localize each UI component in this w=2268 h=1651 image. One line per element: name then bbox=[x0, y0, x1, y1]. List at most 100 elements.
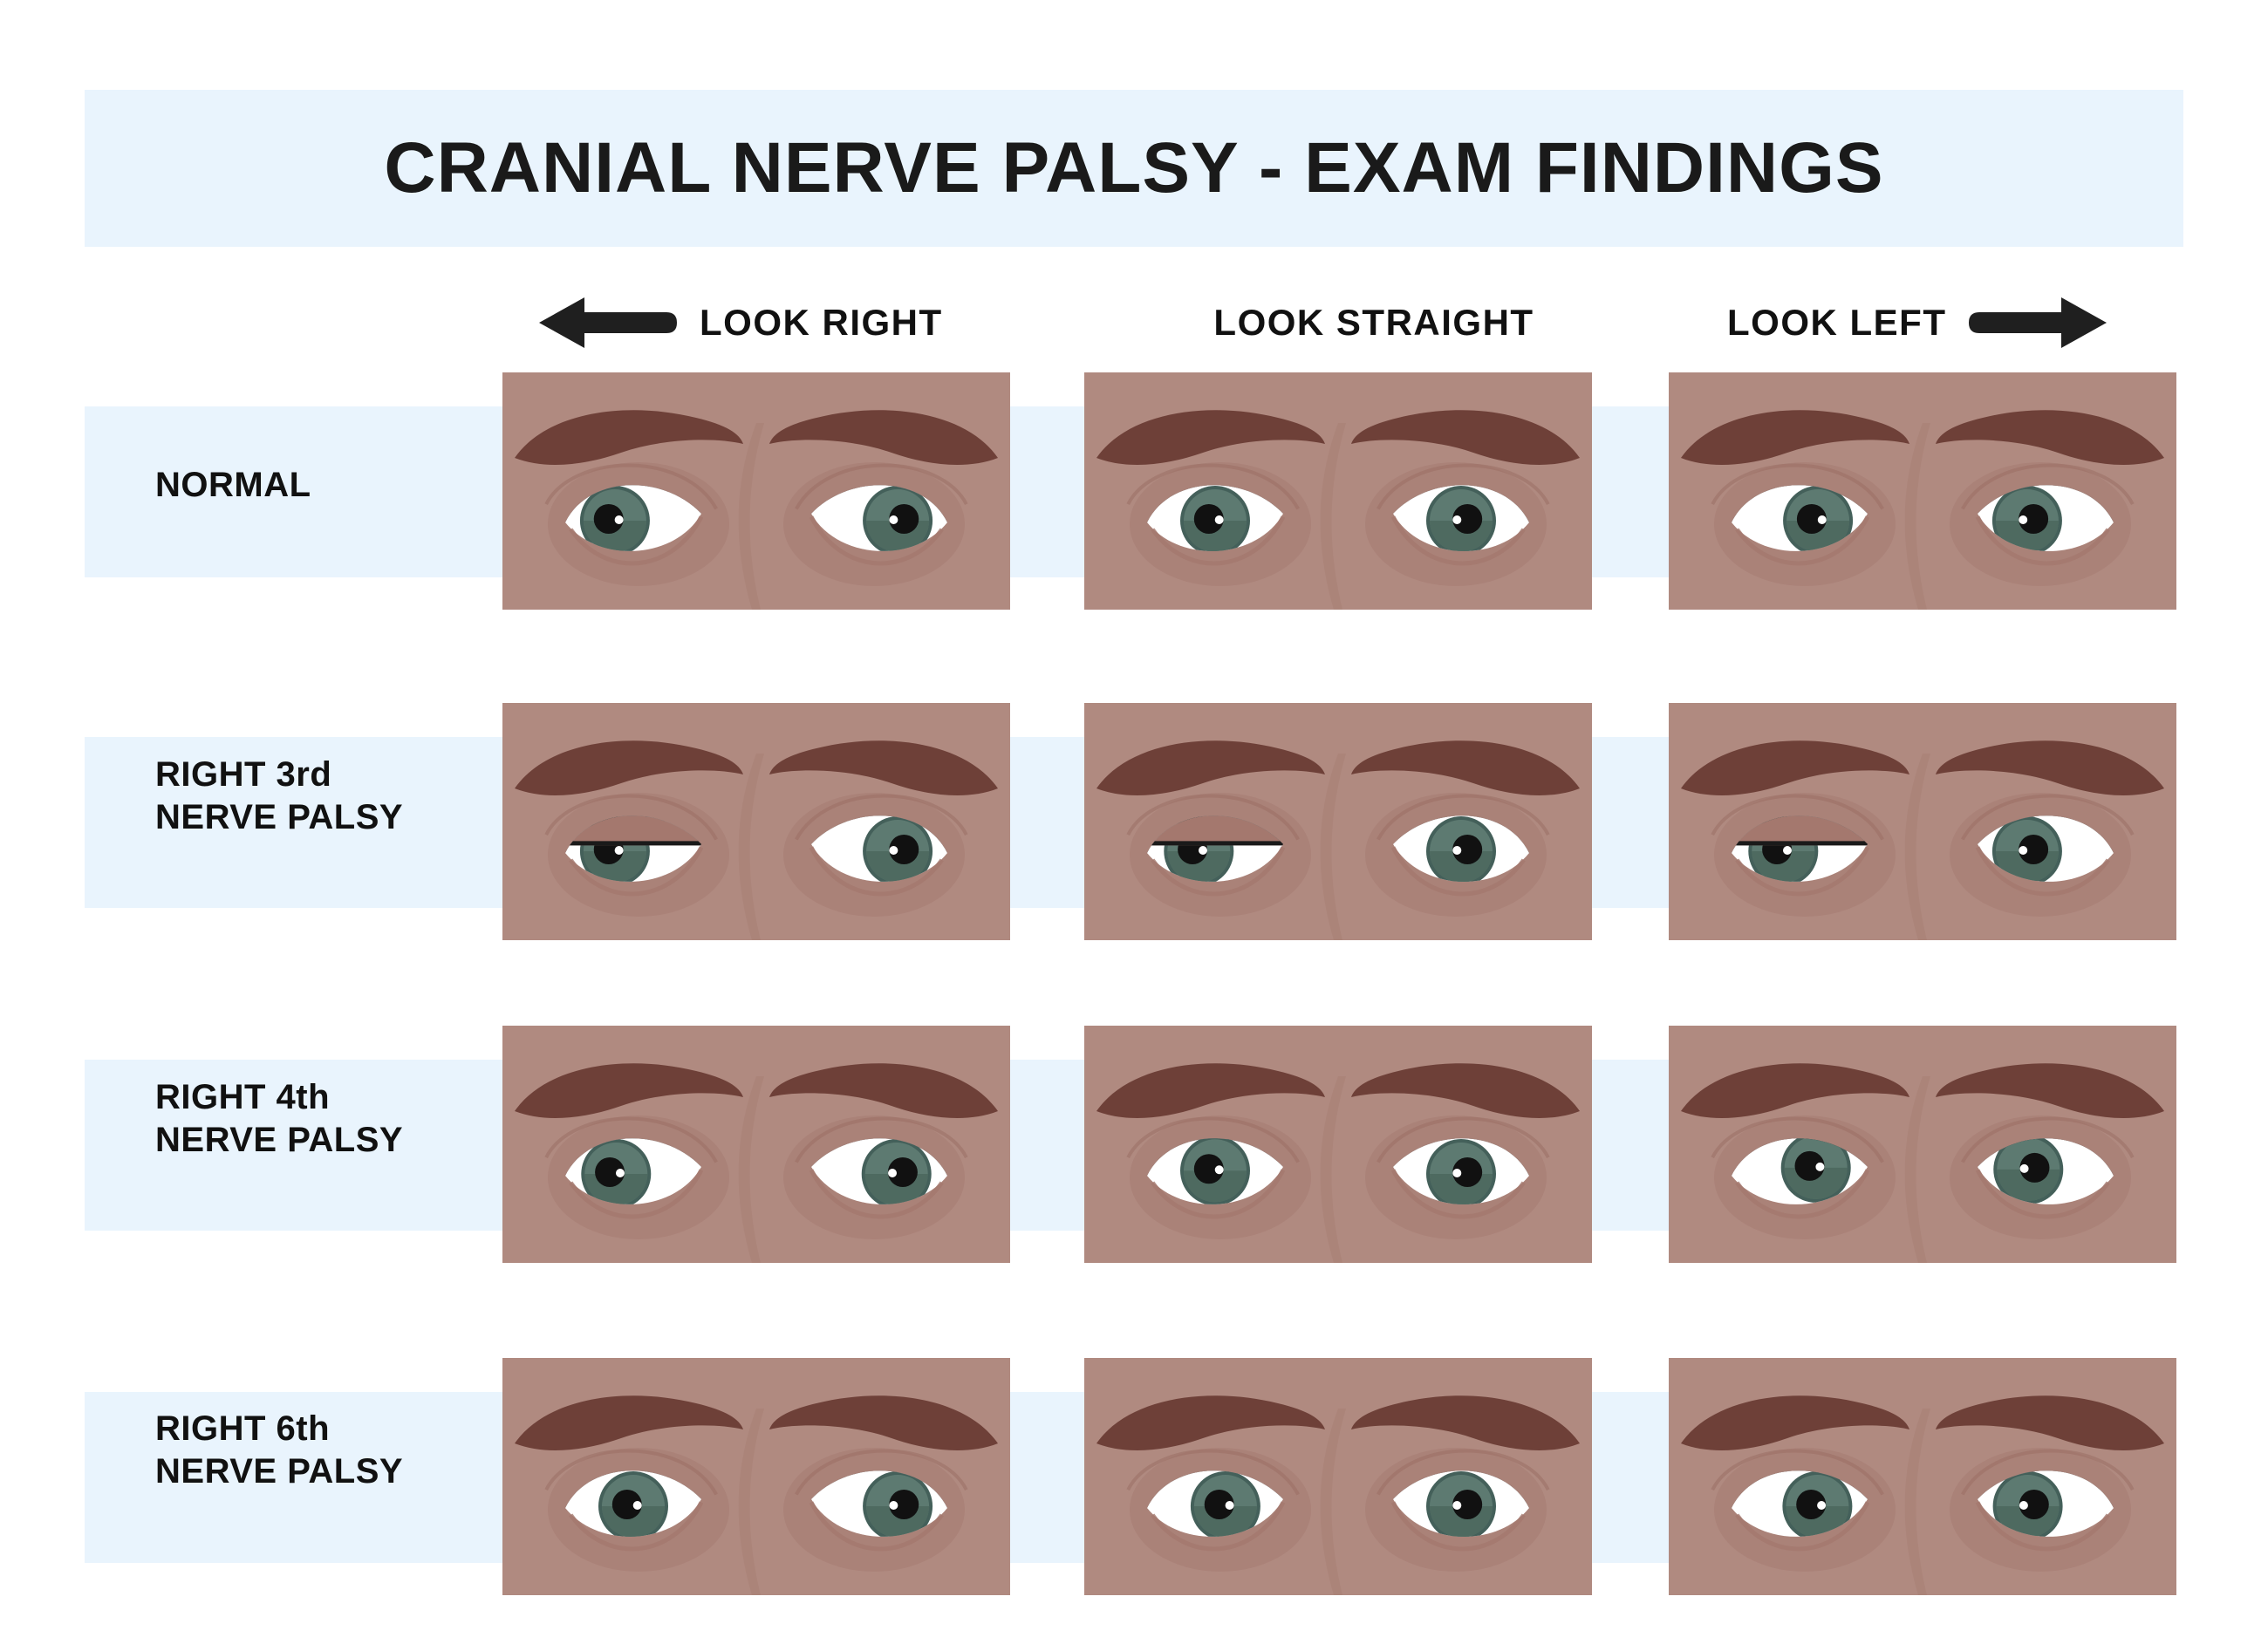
eye-left bbox=[1365, 462, 1550, 586]
nose-bridge-shade bbox=[738, 1409, 764, 1595]
lower-lid-crease bbox=[569, 515, 704, 566]
lower-lid-crease bbox=[809, 846, 944, 897]
pupil bbox=[1796, 504, 1827, 534]
eye-right bbox=[1711, 1448, 1896, 1572]
lower-lid-crease bbox=[1151, 515, 1286, 566]
socket-crease bbox=[1126, 1449, 1300, 1496]
nose-bridge-shade bbox=[738, 423, 764, 610]
eyebrow-right bbox=[515, 1063, 743, 1118]
eye-right bbox=[544, 793, 729, 917]
lower-lid-crease bbox=[809, 1501, 944, 1552]
socket-crease bbox=[795, 1449, 968, 1496]
socket-crease bbox=[544, 1116, 718, 1163]
iris bbox=[1993, 1138, 2064, 1204]
lower-lid-crease bbox=[1390, 846, 1526, 897]
pupil-highlight bbox=[1225, 1501, 1234, 1510]
pupil-highlight bbox=[889, 515, 898, 524]
eye-left bbox=[1365, 793, 1550, 917]
eye-right bbox=[1711, 462, 1896, 586]
eye-left bbox=[1950, 1115, 2135, 1239]
arrow-left-icon bbox=[539, 297, 677, 348]
lower-lid-crease bbox=[1151, 1169, 1286, 1219]
eye-right bbox=[1711, 793, 1896, 917]
socket-crease bbox=[1961, 794, 2135, 841]
nose-bridge-shade bbox=[1320, 423, 1346, 610]
pupil bbox=[595, 1157, 625, 1187]
iris bbox=[863, 816, 933, 882]
column-header-look-left: LOOK LEFT bbox=[1727, 288, 2107, 358]
pupil bbox=[1193, 504, 1224, 534]
pupil bbox=[1452, 504, 1483, 534]
pupil-highlight bbox=[889, 1501, 898, 1510]
pupil-highlight bbox=[2019, 1501, 2028, 1510]
pupil-highlight bbox=[2019, 515, 2028, 524]
panel-row3-col1 bbox=[1084, 1358, 1592, 1595]
eyebrow-left bbox=[1936, 1063, 2164, 1118]
pupil-highlight bbox=[1817, 515, 1827, 524]
socket-crease bbox=[1126, 463, 1300, 510]
eye-pair-illustration bbox=[1084, 1358, 1592, 1595]
skin-background bbox=[502, 1026, 1010, 1263]
panel-row0-col1 bbox=[1084, 372, 1592, 610]
lower-lid-crease bbox=[809, 1169, 944, 1219]
lower-lid-crease bbox=[1151, 846, 1286, 897]
row-label-line: NORMAL bbox=[155, 466, 311, 504]
socket-crease bbox=[1377, 1449, 1550, 1496]
lower-lid-crease bbox=[1390, 1501, 1526, 1552]
eye-right bbox=[1126, 462, 1311, 586]
eye-pair-illustration bbox=[1669, 372, 2176, 610]
skin-background bbox=[1084, 372, 1592, 610]
eyebrow-right bbox=[1681, 1063, 1909, 1118]
panel-row1-col1 bbox=[1084, 703, 1592, 940]
column-header-look-right: LOOK RIGHT bbox=[539, 288, 943, 358]
row-label-line: RIGHT 3rd bbox=[155, 755, 332, 794]
eye-left bbox=[783, 1115, 968, 1239]
eye-left bbox=[783, 1448, 968, 1572]
pupil-highlight bbox=[889, 846, 898, 855]
eye-right bbox=[1711, 1115, 1896, 1239]
pupil-highlight bbox=[1817, 1501, 1827, 1510]
nose-bridge-shade bbox=[1320, 1076, 1346, 1263]
row-label-normal: NORMAL bbox=[155, 464, 504, 507]
row-label-line: RIGHT 4th bbox=[155, 1078, 331, 1116]
skin-background bbox=[1084, 1358, 1592, 1595]
nose-bridge-shade bbox=[738, 1076, 764, 1263]
iris bbox=[863, 1471, 933, 1537]
lower-lid-crease bbox=[1390, 1169, 1526, 1219]
column-header-label: LOOK LEFT bbox=[1727, 302, 1947, 343]
eyebrow-right bbox=[1096, 410, 1325, 465]
row-label-line: NERVE PALSY bbox=[155, 1120, 404, 1159]
nose-bridge-shade bbox=[1320, 1409, 1346, 1595]
skin-background bbox=[502, 703, 1010, 940]
skin-background bbox=[1669, 1358, 2176, 1595]
eye-left bbox=[1365, 1448, 1550, 1572]
lower-lid-crease bbox=[1151, 1501, 1286, 1552]
lower-lid-crease bbox=[1975, 846, 2110, 897]
row-label-line: NERVE PALSY bbox=[155, 797, 404, 836]
iris bbox=[861, 1139, 932, 1204]
socket-crease bbox=[1126, 1116, 1300, 1163]
socket-crease bbox=[795, 794, 968, 841]
pupil bbox=[2019, 1152, 2050, 1183]
eyebrow-right bbox=[1096, 740, 1325, 795]
eyebrow-left bbox=[1351, 410, 1580, 465]
panel-row2-col2 bbox=[1669, 1026, 2176, 1263]
socket-crease bbox=[1711, 463, 1884, 510]
eye-left bbox=[1950, 793, 2135, 917]
pupil bbox=[889, 835, 919, 864]
page-title: CRANIAL NERVE PALSY - EXAM FINDINGS bbox=[384, 128, 1884, 208]
pupil bbox=[611, 1490, 642, 1519]
socket-crease bbox=[1711, 1116, 1884, 1163]
pupil bbox=[1796, 1490, 1827, 1519]
eye-right bbox=[544, 1115, 729, 1239]
eyebrow-left bbox=[1936, 1395, 2164, 1450]
lower-lid-crease bbox=[1975, 1169, 2110, 1219]
skin-background bbox=[1669, 703, 2176, 940]
iris bbox=[1180, 486, 1250, 551]
panel-row2-col0 bbox=[502, 1026, 1010, 1263]
socket-crease bbox=[1377, 794, 1550, 841]
panel-row1-col0 bbox=[502, 703, 1010, 940]
